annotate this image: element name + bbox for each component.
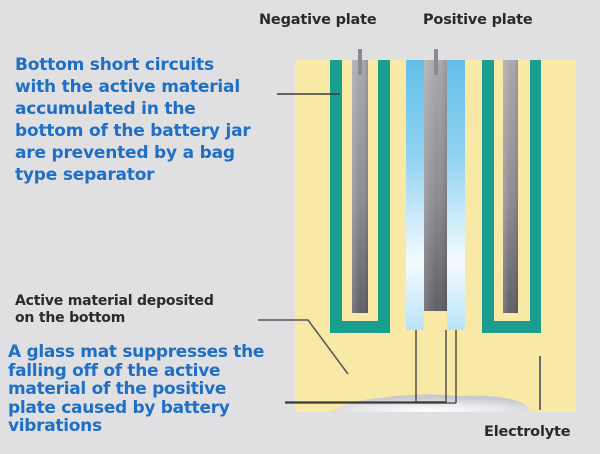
glass-mat-right <box>447 60 465 330</box>
bag-separator-callout: Bottom short circuits with the active ma… <box>15 55 251 185</box>
glass-mat-left <box>406 60 424 330</box>
glass-mat-leader-2 <box>415 330 446 403</box>
electrolyte-label: Electrolyte <box>484 424 571 440</box>
negative-plate-label: Negative plate <box>259 12 377 28</box>
positive-plate-lug <box>434 49 438 75</box>
left-bag-separator <box>330 60 390 333</box>
left-plate-lug <box>358 49 362 75</box>
glass-mat-callout: A glass mat suppresses the falling off o… <box>8 342 265 436</box>
right-bag-separator <box>482 60 541 333</box>
active-material-leader <box>258 319 349 375</box>
active-material-callout: Active material deposited on the bottom <box>15 293 214 326</box>
positive-plate-label: Positive plate <box>423 12 533 28</box>
